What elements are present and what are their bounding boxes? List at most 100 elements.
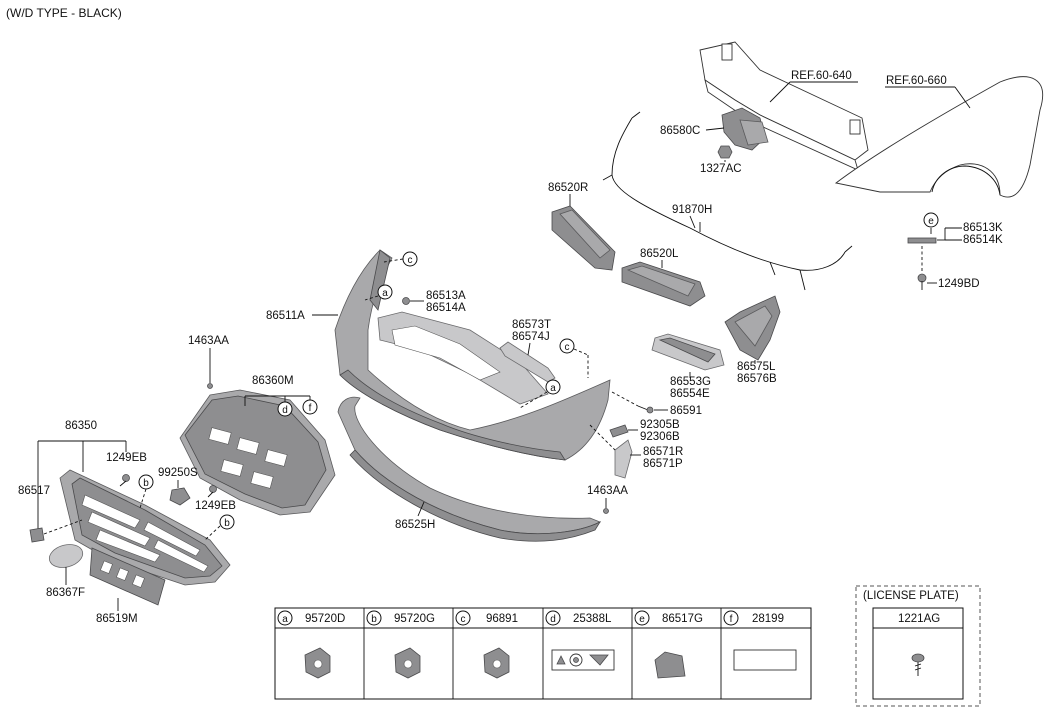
license-plate-part: 1221AG [898, 613, 940, 625]
clip-96891-icon [483, 647, 510, 679]
part-92306b-label: 92306B [640, 431, 680, 443]
callout-d [277, 401, 293, 417]
clip-86517g-icon [654, 651, 686, 679]
part-91870h-label: 91870H [672, 204, 712, 216]
lamp-92305b [609, 424, 629, 438]
ref-60-660-label: REF.60-660 [886, 75, 947, 87]
part-86520l-label: 86520L [640, 248, 679, 260]
legend-callout-f [723, 610, 739, 626]
part-86514a-label: 86514A [426, 302, 466, 314]
screw-1249eb-top [119, 474, 130, 487]
part-86574j-label: 86574J [512, 331, 550, 343]
screw-1249bd [917, 273, 927, 290]
part-1249eb-top-label: 1249EB [106, 452, 147, 464]
part-86513a-label: 86513A [426, 290, 466, 302]
clip-86513a [402, 297, 410, 305]
callout-c-mid [559, 338, 575, 354]
diagram-title: (W/D TYPE - BLACK) [6, 6, 122, 20]
fender-outline [834, 76, 1044, 198]
clip-95720g-icon [394, 647, 421, 679]
legend-callout-a [277, 610, 293, 626]
clip-86513k [907, 237, 937, 244]
part-86517-label: 86517 [18, 485, 50, 497]
screw-86591 [637, 405, 654, 414]
callout-e-fender [923, 212, 939, 228]
part-86553g-label: 86553G [670, 376, 711, 388]
legend-callout-c [455, 610, 471, 626]
svg-text:c: c [565, 342, 570, 353]
bracket-86580c [721, 107, 769, 151]
svg-text:e: e [639, 614, 645, 625]
plate-86519m [89, 547, 166, 606]
legend-part-f: 28199 [752, 613, 784, 625]
nut-1327ac [717, 145, 733, 159]
svg-text:b: b [143, 478, 149, 489]
svg-text:b: b [224, 518, 230, 529]
label-28199-icon [733, 649, 797, 671]
part-92305b-label: 92305B [640, 419, 680, 431]
lip-86525h [337, 396, 602, 542]
part-86367f-label: 86367F [46, 587, 85, 599]
part-99250s-label: 99250S [158, 467, 198, 479]
warning-label-25388l-icon [551, 649, 615, 671]
part-86513k-label: 86513K [963, 222, 1003, 234]
svg-text:c: c [408, 255, 413, 266]
legend-callout-b [366, 610, 382, 626]
garnish-86575l [724, 295, 781, 361]
bracket-86553g [651, 333, 725, 371]
bracket-86573t [499, 341, 556, 383]
license-plate-title: (LICENSE PLATE) [863, 590, 959, 602]
svg-text:a: a [550, 383, 556, 394]
callout-a-mid [545, 379, 561, 395]
wiring-harness-91870h [611, 117, 846, 271]
part-86571r-label: 86571R [643, 446, 683, 458]
part-86580c-label: 86580C [660, 125, 700, 137]
svg-text:b: b [371, 614, 377, 625]
legend-callout-e [634, 610, 650, 626]
part-86360m-label: 86360M [252, 375, 294, 387]
svg-text:c: c [461, 614, 466, 625]
part-86576b-label: 86576B [737, 373, 777, 385]
part-86514k-label: 86514K [963, 234, 1003, 246]
legend-part-e: 86517G [662, 613, 703, 625]
screw-1221ag-icon [911, 653, 925, 676]
svg-text:f: f [730, 614, 733, 625]
bumper-cover-86511a [334, 249, 611, 461]
ref-60-640-label: REF.60-640 [791, 70, 852, 82]
part-86525h-label: 86525H [395, 519, 435, 531]
part-86554e-label: 86554E [670, 388, 710, 400]
part-86575l-label: 86575L [737, 361, 776, 373]
legend-part-a: 95720D [305, 613, 345, 625]
part-1463aa-bottom-label: 1463AA [587, 485, 628, 497]
part-1463aa-top-label: 1463AA [188, 335, 229, 347]
svg-text:a: a [382, 288, 388, 299]
absorber-86520l [621, 261, 706, 307]
screw-1249eb-bottom [207, 485, 217, 498]
grille-carrier-86360m [179, 389, 336, 516]
part-86511a-label: 86511A [266, 310, 305, 322]
legend-table [274, 607, 812, 700]
svg-text:a: a [282, 614, 288, 625]
cover-86571r [614, 439, 633, 479]
callout-b-bottom [219, 514, 235, 530]
absorber-86520r [551, 205, 616, 271]
camera-99250s [169, 480, 191, 506]
legend-part-d: 25388L [573, 613, 612, 625]
part-1249bd-label: 1249BD [938, 278, 980, 290]
legend-callout-d [545, 610, 561, 626]
callout-f [302, 399, 318, 415]
part-86571p-label: 86571P [643, 458, 683, 470]
bumper-beam-outline [699, 41, 869, 171]
part-86573t-label: 86573T [512, 319, 551, 331]
svg-text:e: e [928, 216, 934, 227]
svg-text:f: f [309, 403, 312, 414]
part-86350-label: 86350 [65, 420, 97, 432]
svg-text:d: d [282, 405, 288, 416]
part-86591-label: 86591 [670, 405, 702, 417]
legend-part-c: 96891 [486, 613, 518, 625]
license-plate-box [855, 585, 981, 707]
part-86519m-label: 86519M [96, 613, 138, 625]
part-1249eb-bottom-label: 1249EB [195, 500, 236, 512]
part-1327ac-label: 1327AC [700, 163, 742, 175]
